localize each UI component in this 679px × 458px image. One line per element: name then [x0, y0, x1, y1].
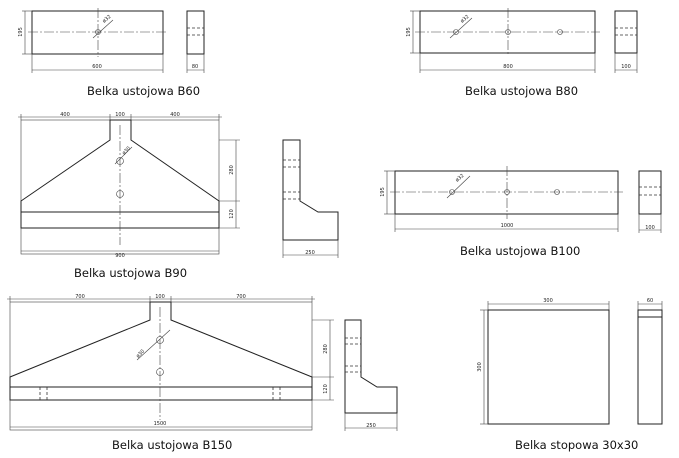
b90-side-view: [282, 139, 339, 241]
beam-b150: 700 100 700 ø30 1500 280 120 250 Belka u…: [7, 294, 398, 452]
b80-caption: Belka ustojowa B80: [465, 84, 578, 98]
b150-side-dim: 250: [366, 423, 376, 429]
stopowa-caption: Belka stopowa 30x30: [515, 438, 638, 452]
b90-right-dim: 400: [170, 112, 180, 118]
beam-b100: ø32 1000 195 100 Belka ustojowa B100: [380, 166, 662, 258]
b80-hole-label: ø32: [459, 14, 470, 25]
stopowa-side-dim: 60: [647, 298, 653, 304]
b100-side-view: [638, 170, 662, 215]
b150-right-dim: 700: [236, 294, 246, 300]
b60-side-view: [186, 10, 205, 55]
b150-height-top-dim: 280: [323, 344, 329, 354]
b90-front-view: [20, 119, 220, 229]
b150-middle-dim: 100: [155, 294, 165, 300]
b100-height-dim: 195: [380, 187, 386, 197]
b90-caption: Belka ustojowa B90: [74, 266, 187, 280]
b100-width-dim: 1000: [501, 223, 514, 229]
b150-caption: Belka ustojowa B150: [112, 438, 232, 452]
b60-side-dim: 80: [192, 64, 198, 70]
b60-hole-label: ø32: [101, 14, 112, 25]
b80-height-dim: 195: [406, 27, 412, 37]
b90-height-top-dim: 280: [229, 165, 235, 175]
b150-left-dim: 700: [75, 294, 85, 300]
b60-hole: [95, 29, 101, 35]
b80-side-dim: 100: [621, 64, 631, 70]
beam-b90: 400 100 400 ø30 900 280 120 250 Belka us…: [18, 112, 339, 280]
b80-side-view: [614, 10, 638, 54]
b80-width-dim: 800: [503, 64, 513, 70]
stopowa-width-dim: 300: [543, 298, 553, 304]
beam-b80: ø32 800 195 100 Belka ustojowa B80: [406, 8, 638, 98]
beam-stopowa: 300 300 60 Belka stopowa 30x30: [477, 298, 663, 452]
b90-height-bottom-dim: 120: [229, 209, 235, 219]
b150-total-dim: 1500: [154, 421, 167, 427]
stopowa-front-view: [487, 309, 610, 425]
b150-hole-label: ø30: [135, 349, 146, 360]
b100-front-view: [394, 170, 619, 215]
b90-hole-label: ø30: [121, 146, 132, 157]
b60-width-dim: 600: [92, 64, 102, 70]
b100-side-dim: 100: [645, 225, 655, 231]
beam-b60: ø32 600 195 80 Belka ustojowa B60: [18, 8, 205, 98]
b60-height-dim: 195: [18, 27, 24, 37]
b150-front-view: [9, 301, 313, 401]
b90-total-dim: 900: [115, 253, 125, 259]
b150-height-bottom-dim: 120: [323, 384, 329, 394]
b90-side-dim: 250: [305, 250, 315, 256]
b90-left-dim: 400: [60, 112, 70, 118]
b100-caption: Belka ustojowa B100: [460, 244, 580, 258]
b150-side-view: [344, 319, 398, 414]
stopowa-side-view: [637, 309, 663, 425]
b60-caption: Belka ustojowa B60: [87, 84, 200, 98]
b60-front-view: [31, 10, 164, 55]
b90-middle-dim: 100: [115, 112, 125, 118]
stopowa-height-dim: 300: [477, 362, 483, 372]
b100-hole-label: ø32: [454, 173, 465, 184]
